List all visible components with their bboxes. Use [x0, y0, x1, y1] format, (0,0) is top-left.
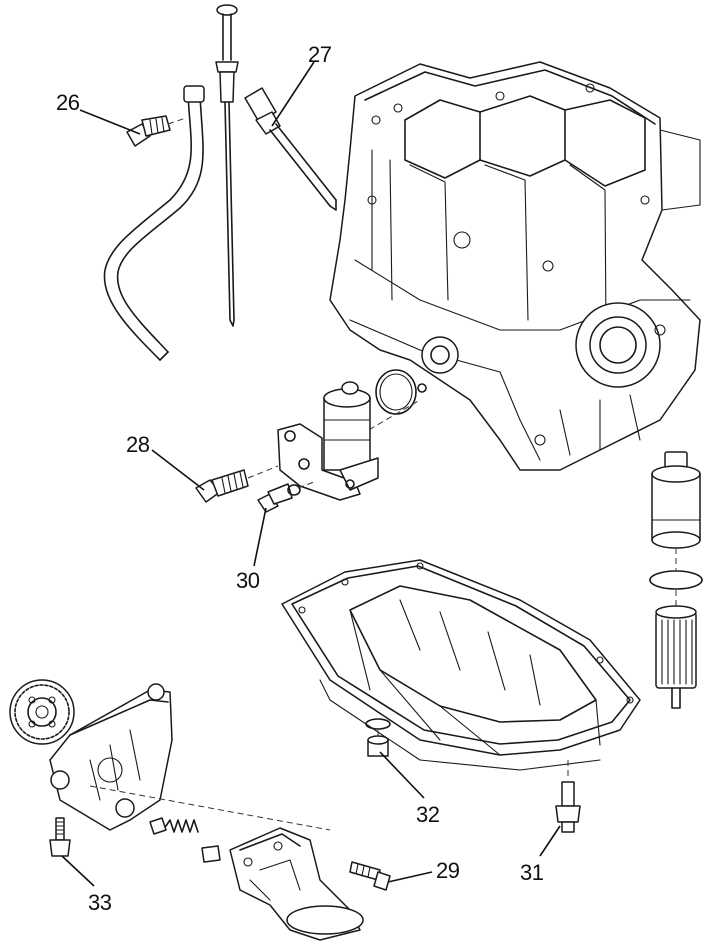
callout-32: 32 — [416, 802, 440, 827]
callout-33: 33 — [88, 890, 112, 915]
leader-28 — [151, 449, 205, 491]
callout-30: 30 — [236, 568, 260, 593]
dipstick — [215, 4, 239, 327]
callout-29: 29 — [436, 858, 460, 883]
oil-strainer — [229, 827, 364, 941]
oil-pump-body — [49, 683, 331, 831]
callout-28: 28 — [126, 432, 150, 457]
callout-31: 31 — [520, 860, 544, 885]
dipstick-tube — [103, 85, 205, 361]
drain-plug — [365, 718, 391, 757]
oil-level-sensor — [244, 87, 337, 211]
oil-filter-cartridge — [649, 451, 703, 709]
leader-lines — [61, 61, 561, 887]
oil-filter-housing — [277, 381, 379, 501]
leader-30 — [253, 507, 267, 567]
leader-26 — [79, 109, 141, 135]
stud-bolt-31 — [555, 760, 581, 833]
relief-valve-spring — [149, 817, 221, 863]
leader-33 — [61, 855, 95, 887]
engine-block — [329, 61, 701, 471]
callout-26: 26 — [56, 90, 80, 115]
bolt-26 — [126, 115, 187, 147]
leader-29 — [387, 871, 433, 883]
oil-pump-sprocket — [9, 679, 75, 745]
bolt-29 — [349, 861, 391, 891]
callout-labels: 26 27 28 29 30 31 32 33 — [56, 42, 544, 915]
fitting-30 — [257, 481, 315, 513]
bolt-28 — [195, 465, 279, 503]
oil-pan — [281, 559, 641, 771]
leader-27 — [271, 61, 315, 127]
leader-32 — [379, 751, 425, 799]
bolt-33 — [49, 817, 71, 857]
leader-31 — [539, 825, 561, 857]
callout-27: 27 — [308, 42, 332, 67]
